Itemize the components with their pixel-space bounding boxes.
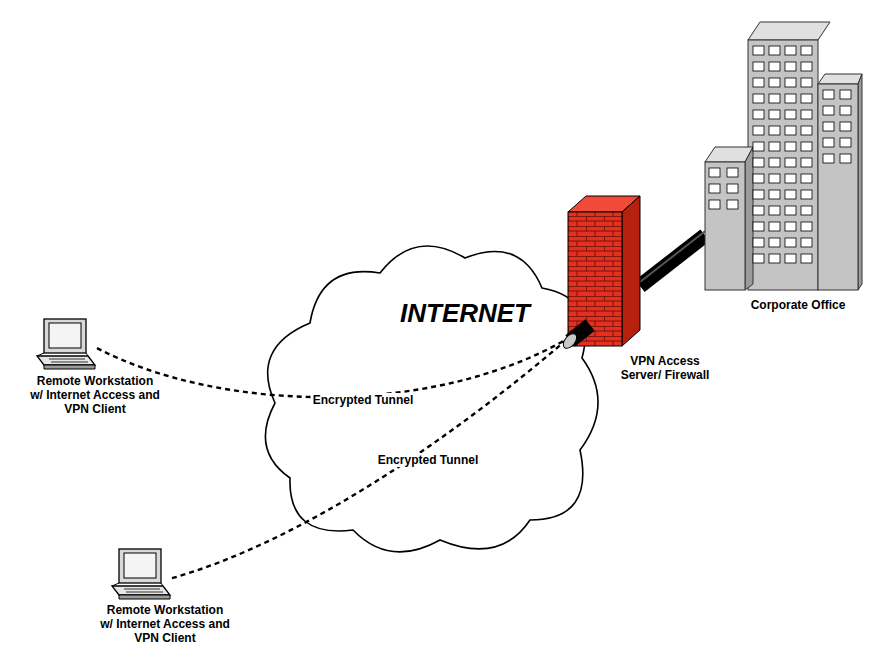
office-building: Corporate Office <box>705 22 862 292</box>
office-building-drawing <box>705 22 862 292</box>
firewall-label: VPN Access Server/ Firewall <box>610 354 720 382</box>
tunnel-pipe <box>640 235 705 286</box>
tunnel-label: Encrypted Tunnel <box>311 393 415 407</box>
laptop-icon-drawing <box>35 318 97 370</box>
encrypted-tunnel-line <box>97 339 568 398</box>
firewall-wall: VPN Access Server/ Firewall <box>568 196 640 346</box>
office-label: Corporate Office <box>723 298 873 312</box>
cloud-title: INTERNET <box>400 298 530 328</box>
laptop-icon-drawing <box>110 548 172 600</box>
workstation-label: Remote Workstation w/ Internet Access an… <box>29 374 161 416</box>
firewall-wall-drawing <box>568 196 640 346</box>
laptop-icon: Remote Workstation w/ Internet Access an… <box>35 318 97 370</box>
laptop-icon: Remote Workstation w/ Internet Access an… <box>110 548 172 600</box>
internet-cloud: INTERNET <box>250 228 610 565</box>
pipe-highlight <box>640 231 705 282</box>
tunnel-label: Encrypted Tunnel <box>376 453 480 467</box>
workstation-label: Remote Workstation w/ Internet Access an… <box>99 603 231 645</box>
internet-cloud-drawing <box>250 228 610 565</box>
encrypted-tunnel-line <box>172 339 568 579</box>
